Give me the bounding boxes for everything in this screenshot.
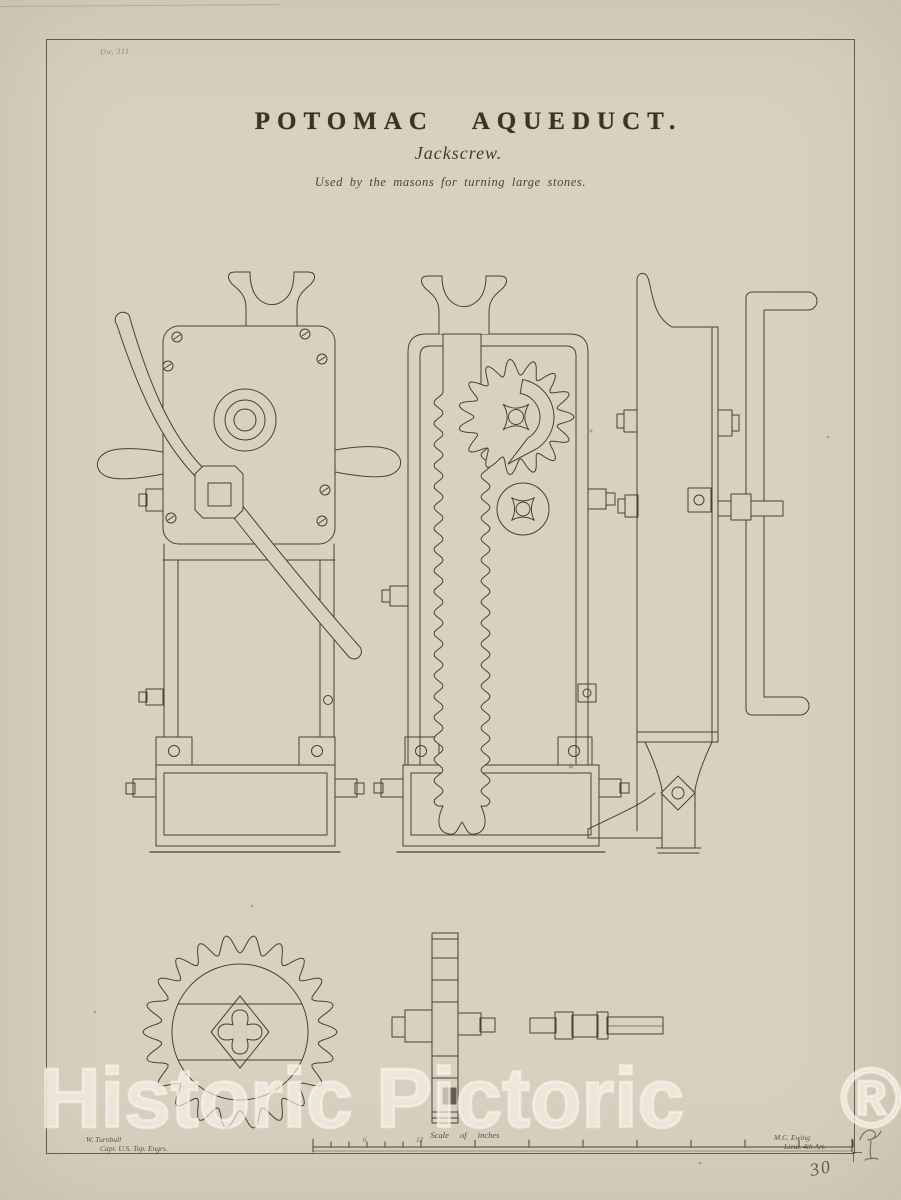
credit-name: M.C. Ewing bbox=[774, 1133, 811, 1142]
housing-screws bbox=[162, 328, 331, 527]
base-assembly bbox=[125, 736, 365, 853]
through-bolt bbox=[717, 493, 784, 521]
rack-bar-axle-drawing bbox=[391, 932, 496, 1124]
paper-specks bbox=[93, 429, 830, 1165]
side-body bbox=[636, 272, 719, 743]
tapered-foot bbox=[587, 741, 713, 854]
frame-inner bbox=[419, 345, 577, 766]
axle-step bbox=[404, 1009, 433, 1043]
foot-flange bbox=[587, 792, 656, 830]
frame-corner-overshoot bbox=[853, 1152, 854, 1162]
title-block: POTOMAC AQUEDUCT. Jackscrew. Used by the… bbox=[0, 108, 901, 190]
plate-border-frame bbox=[46, 39, 855, 1154]
side-bolt bbox=[587, 488, 607, 510]
pinion-axle-hole bbox=[515, 501, 531, 517]
page-title: POTOMAC AQUEDUCT. bbox=[254, 108, 683, 135]
quatrefoil-hole bbox=[217, 1009, 263, 1055]
pinion-hub-star bbox=[511, 497, 535, 521]
axle-end bbox=[479, 1017, 496, 1033]
page-subtitle: Jackscrew. bbox=[414, 143, 503, 163]
gear-axle-hole bbox=[508, 409, 524, 425]
side-bolt bbox=[717, 409, 733, 437]
gear-housing bbox=[162, 325, 336, 545]
scale-bar bbox=[312, 1138, 854, 1153]
frame-corner-overshoot bbox=[853, 1152, 862, 1153]
handwritten-monogram bbox=[859, 1129, 882, 1161]
base-assembly bbox=[373, 764, 630, 853]
frame-outer bbox=[407, 333, 589, 766]
credit-draftsman: M.C. Ewing Lieut. 4th Art. bbox=[774, 1133, 826, 1151]
side-bolt bbox=[623, 409, 638, 433]
side-bolt bbox=[145, 488, 164, 512]
scale-number: 12 bbox=[416, 1136, 423, 1144]
hub-diamond bbox=[210, 995, 270, 1069]
crank-handle-bar bbox=[745, 291, 818, 716]
toothed-rack bbox=[433, 333, 491, 835]
base-bracket bbox=[557, 736, 593, 766]
rack-tooth-shaded bbox=[442, 1087, 457, 1105]
jackscrew-section-view-drawing bbox=[373, 275, 630, 853]
crank-lever bbox=[114, 311, 362, 660]
left-wing-handle bbox=[96, 448, 164, 480]
axle-boss bbox=[213, 388, 277, 452]
axle-end bbox=[391, 1016, 406, 1038]
credit-rank: Lieut. 4th Art. bbox=[784, 1142, 826, 1151]
lever-socket-plate bbox=[194, 465, 244, 519]
gear-crescent-arm bbox=[507, 379, 555, 465]
gear-teeth bbox=[142, 935, 338, 1129]
side-plate bbox=[577, 683, 597, 703]
frame-legs bbox=[138, 543, 336, 738]
side-bolt-nut bbox=[138, 493, 148, 507]
page-caption: Used by the masons for turning large sto… bbox=[314, 175, 587, 189]
jackscrew-front-view-drawing bbox=[96, 271, 402, 853]
square-socket-hole bbox=[207, 482, 232, 507]
side-bolt bbox=[624, 494, 639, 518]
spindle-shaft-drawing bbox=[529, 1011, 664, 1040]
credit-name: W. Turnbull bbox=[86, 1135, 122, 1144]
handwritten-page-number: 30 bbox=[808, 1155, 834, 1181]
right-wing-handle bbox=[334, 446, 402, 478]
saddle-head bbox=[227, 271, 316, 329]
scale-number: 6 bbox=[363, 1136, 367, 1144]
scale-bar-label: Scale of inches bbox=[430, 1130, 500, 1140]
jackscrew-side-view-drawing bbox=[587, 272, 818, 854]
credit-surveyor: W. Turnbull Capt. U.S. Top. Engrs. bbox=[86, 1135, 168, 1153]
gear-rim bbox=[171, 963, 309, 1101]
credit-rank: Capt. U.S. Top. Engrs. bbox=[100, 1144, 168, 1153]
side-bolt bbox=[389, 585, 409, 607]
base-bracket bbox=[404, 736, 440, 766]
key-plate bbox=[687, 487, 712, 513]
axle-step bbox=[457, 1012, 482, 1036]
gear-wheel-plan-drawing bbox=[142, 935, 338, 1129]
foot-diamond-plate bbox=[660, 775, 696, 811]
pinion-boss bbox=[496, 482, 550, 536]
gear-hub-star bbox=[502, 403, 530, 431]
claw-head bbox=[420, 275, 508, 335]
main-gear bbox=[458, 358, 575, 476]
